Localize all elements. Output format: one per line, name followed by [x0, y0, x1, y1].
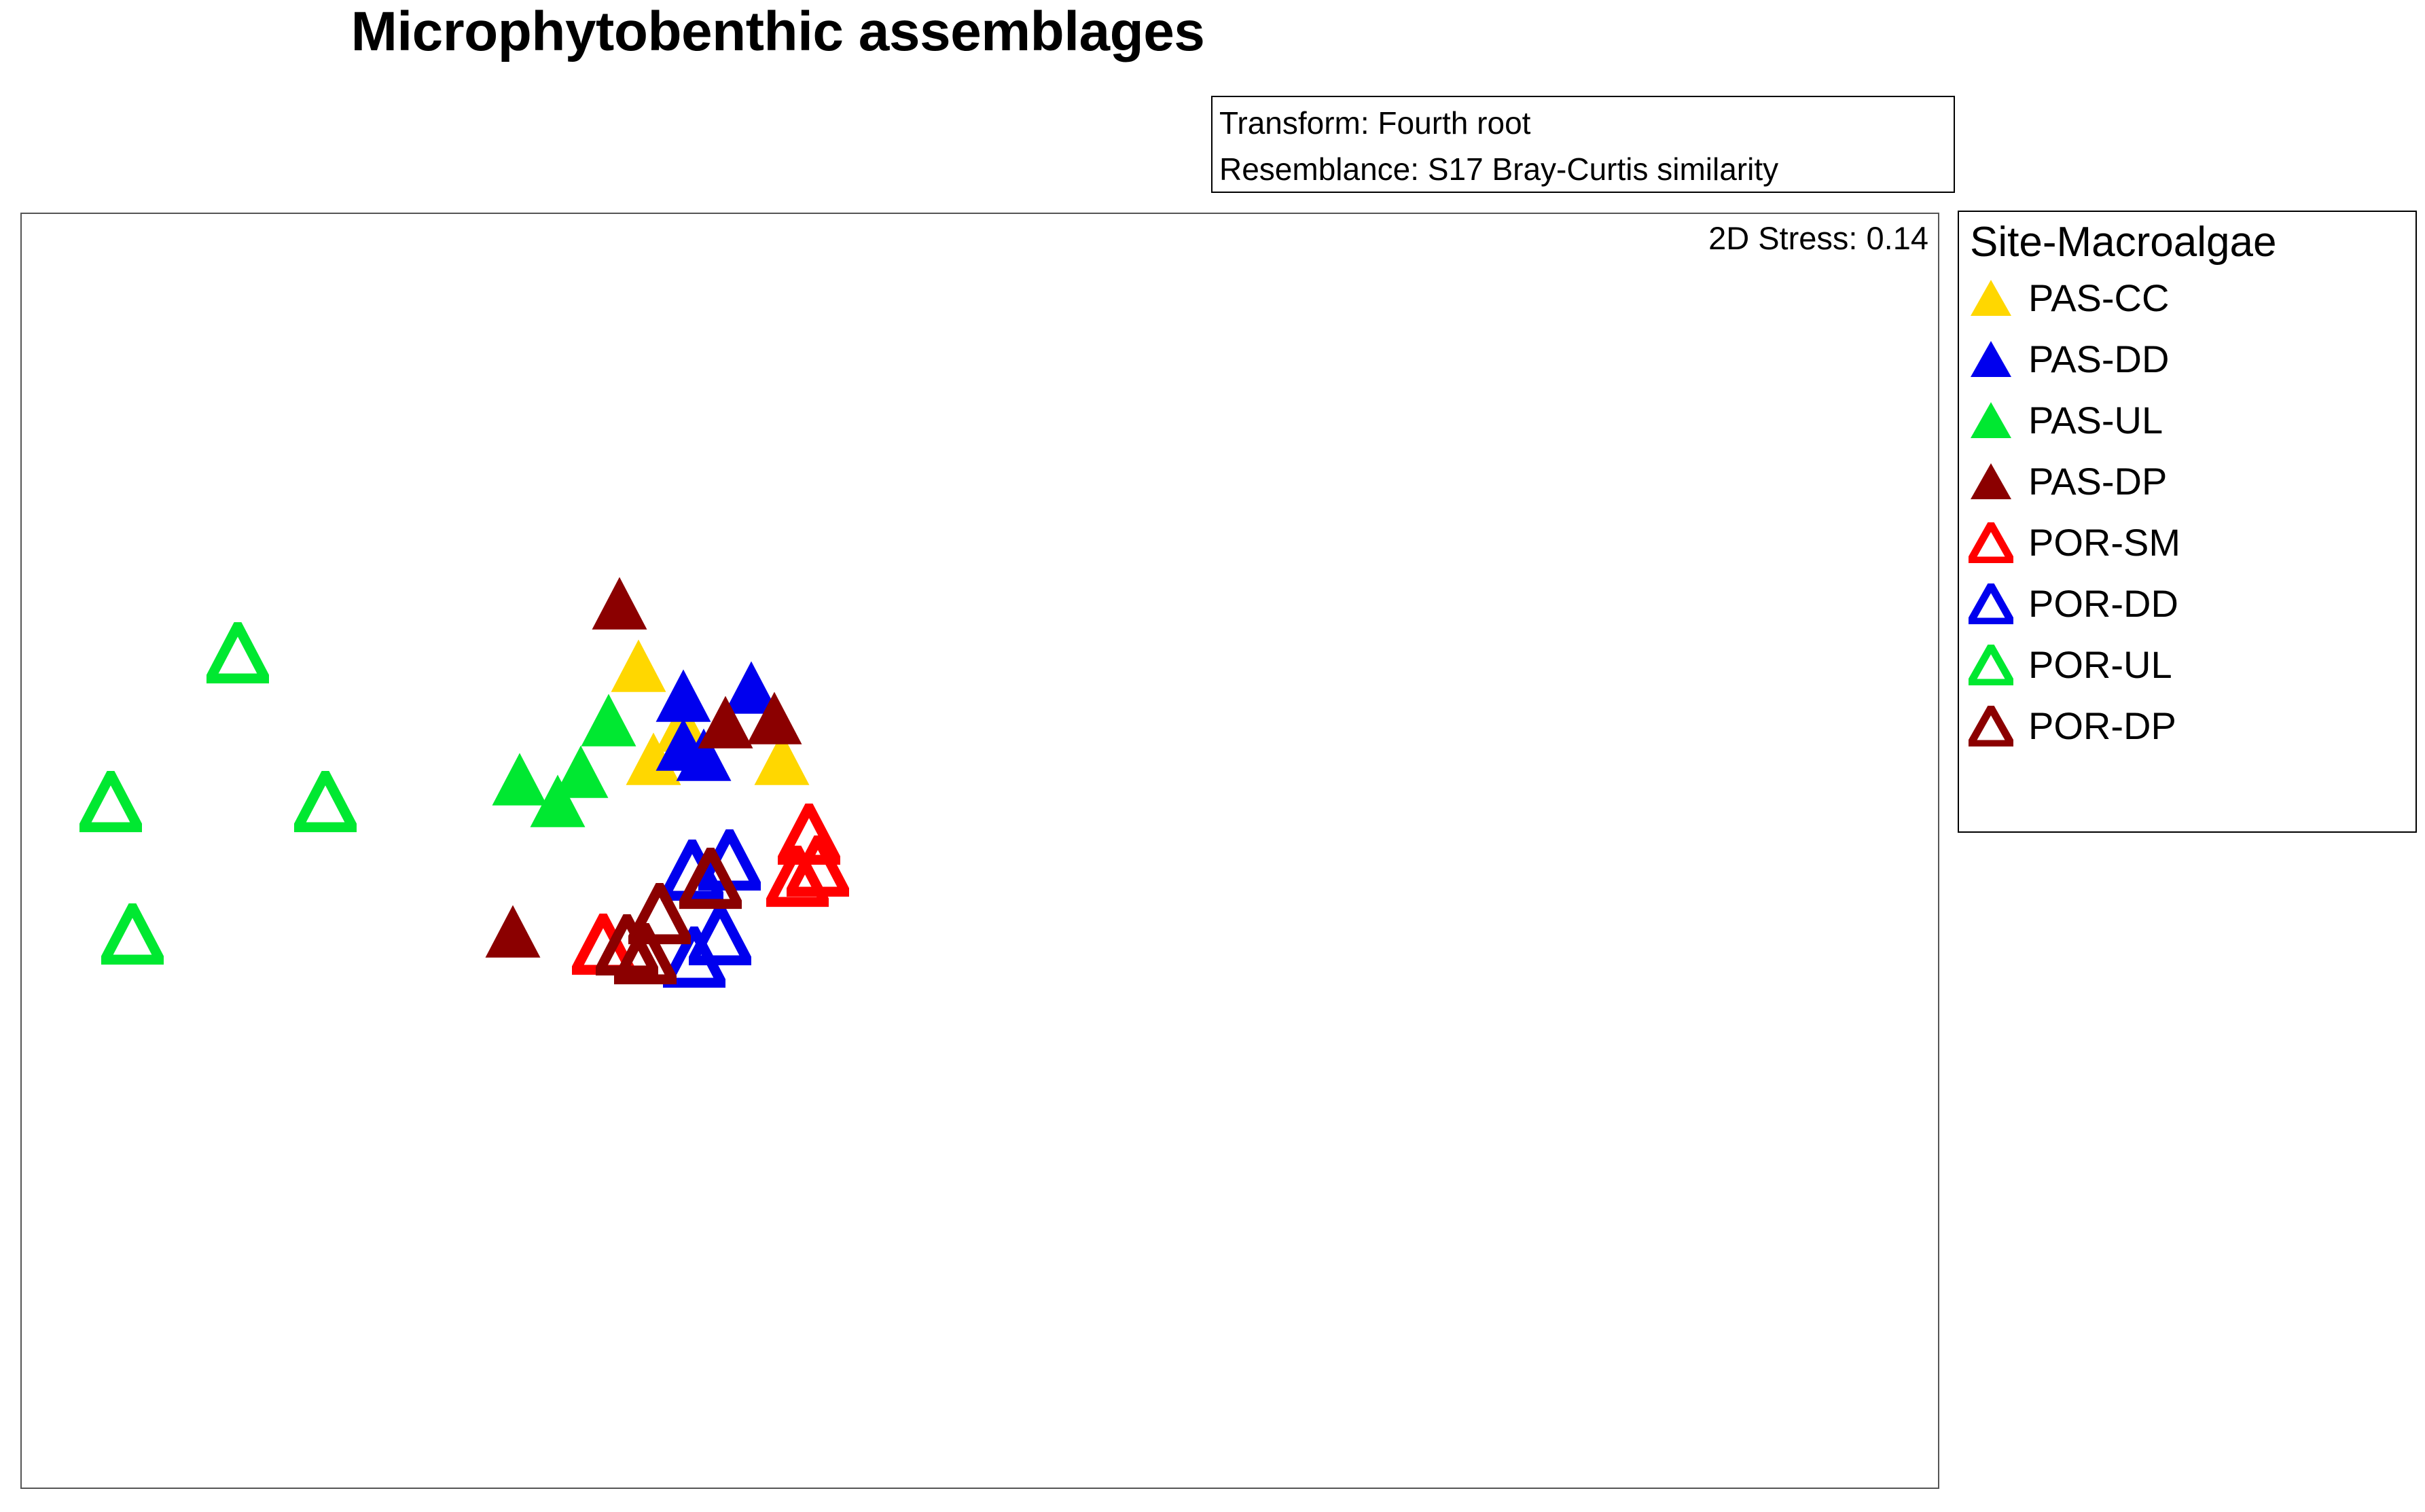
legend-triangle-icon [1969, 645, 2013, 685]
data-point-por-ul [206, 622, 270, 684]
data-point-por-dd [688, 904, 751, 966]
data-point-por-ul [101, 903, 164, 965]
data-point-pas-dd [723, 661, 779, 715]
legend-item-label: PAS-UL [2028, 399, 2163, 442]
data-point-por-ul [293, 771, 357, 833]
legend-triangle-icon [1971, 280, 2011, 316]
legend-item-label: POR-SM [2028, 521, 2180, 564]
stress-label: 2D Stress: 0.14 [1708, 220, 1928, 256]
legend-item-por-ul[interactable]: POR-UL [1969, 634, 2415, 696]
data-point-pas-cc [754, 732, 810, 786]
legend-triangle-icon [1971, 402, 2011, 438]
plot-frame: 2D Stress: 0.14 [20, 213, 1939, 1489]
legend-item-pas-ul[interactable]: PAS-UL [1969, 390, 2415, 451]
legend-triangle-icon [1969, 583, 2013, 624]
legend-item-por-sm[interactable]: POR-SM [1969, 512, 2415, 573]
legend-item-label: PAS-CC [2028, 276, 2170, 319]
legend-title: Site-Macroalgae [1970, 219, 2277, 266]
data-point-por-dd [662, 926, 725, 988]
legend-item-label: POR-UL [2028, 643, 2172, 686]
data-point-pas-dp [592, 577, 647, 630]
page-title: Microphytobenthic assemblages [351, 1, 1205, 62]
legend-item-por-dp[interactable]: POR-DP [1969, 696, 2415, 757]
legend-triangle-icon [1969, 706, 2013, 746]
legend-item-pas-dd[interactable]: PAS-DD [1969, 329, 2415, 390]
legend-box: Site-Macroalgae PAS-CC PAS-DD PAS-UL PAS-DP… [1958, 211, 2417, 833]
legend-items: PAS-CC PAS-DD PAS-UL PAS-DP POR-SM POR-DD POR-… [1959, 264, 2415, 757]
data-point-por-ul [79, 771, 142, 833]
legend-item-label: PAS-DP [2028, 460, 2168, 503]
data-point-pas-dp [485, 905, 541, 958]
scatter-plot-canvas [22, 214, 1938, 1488]
legend-triangle-icon [1969, 522, 2013, 563]
transform-info-box: Transform: Fourth root Resemblance: S17 … [1211, 96, 1955, 193]
legend-triangle-icon [1971, 341, 2011, 377]
legend-triangle-icon [1971, 463, 2011, 499]
data-point-por-dp [628, 883, 691, 945]
legend-item-pas-dp[interactable]: PAS-DP [1969, 451, 2415, 512]
legend-item-label: POR-DD [2028, 582, 2178, 625]
resemblance-line: Resemblance: S17 Bray-Curtis similarity [1219, 151, 1779, 187]
legend-item-por-dd[interactable]: POR-DD [1969, 573, 2415, 634]
legend-item-label: PAS-DD [2028, 338, 2170, 380]
legend-item-pas-cc[interactable]: PAS-CC [1969, 268, 2415, 329]
data-point-pas-dp [747, 691, 802, 745]
data-point-pas-ul [530, 774, 586, 828]
data-point-por-sm [766, 846, 829, 907]
transform-line: Transform: Fourth root [1219, 105, 1531, 141]
legend-item-label: POR-DP [2028, 704, 2176, 747]
data-point-pas-ul [553, 745, 609, 798]
data-point-pas-dp [698, 696, 753, 749]
data-point-pas-dd [676, 728, 732, 781]
data-point-por-dp [679, 847, 742, 909]
data-point-pas-ul [492, 753, 547, 806]
data-point-pas-cc [626, 732, 681, 786]
data-point-por-dp [613, 923, 677, 985]
data-point-pas-dd [655, 669, 711, 722]
data-point-pas-ul [581, 694, 636, 747]
data-point-pas-cc [611, 639, 666, 692]
